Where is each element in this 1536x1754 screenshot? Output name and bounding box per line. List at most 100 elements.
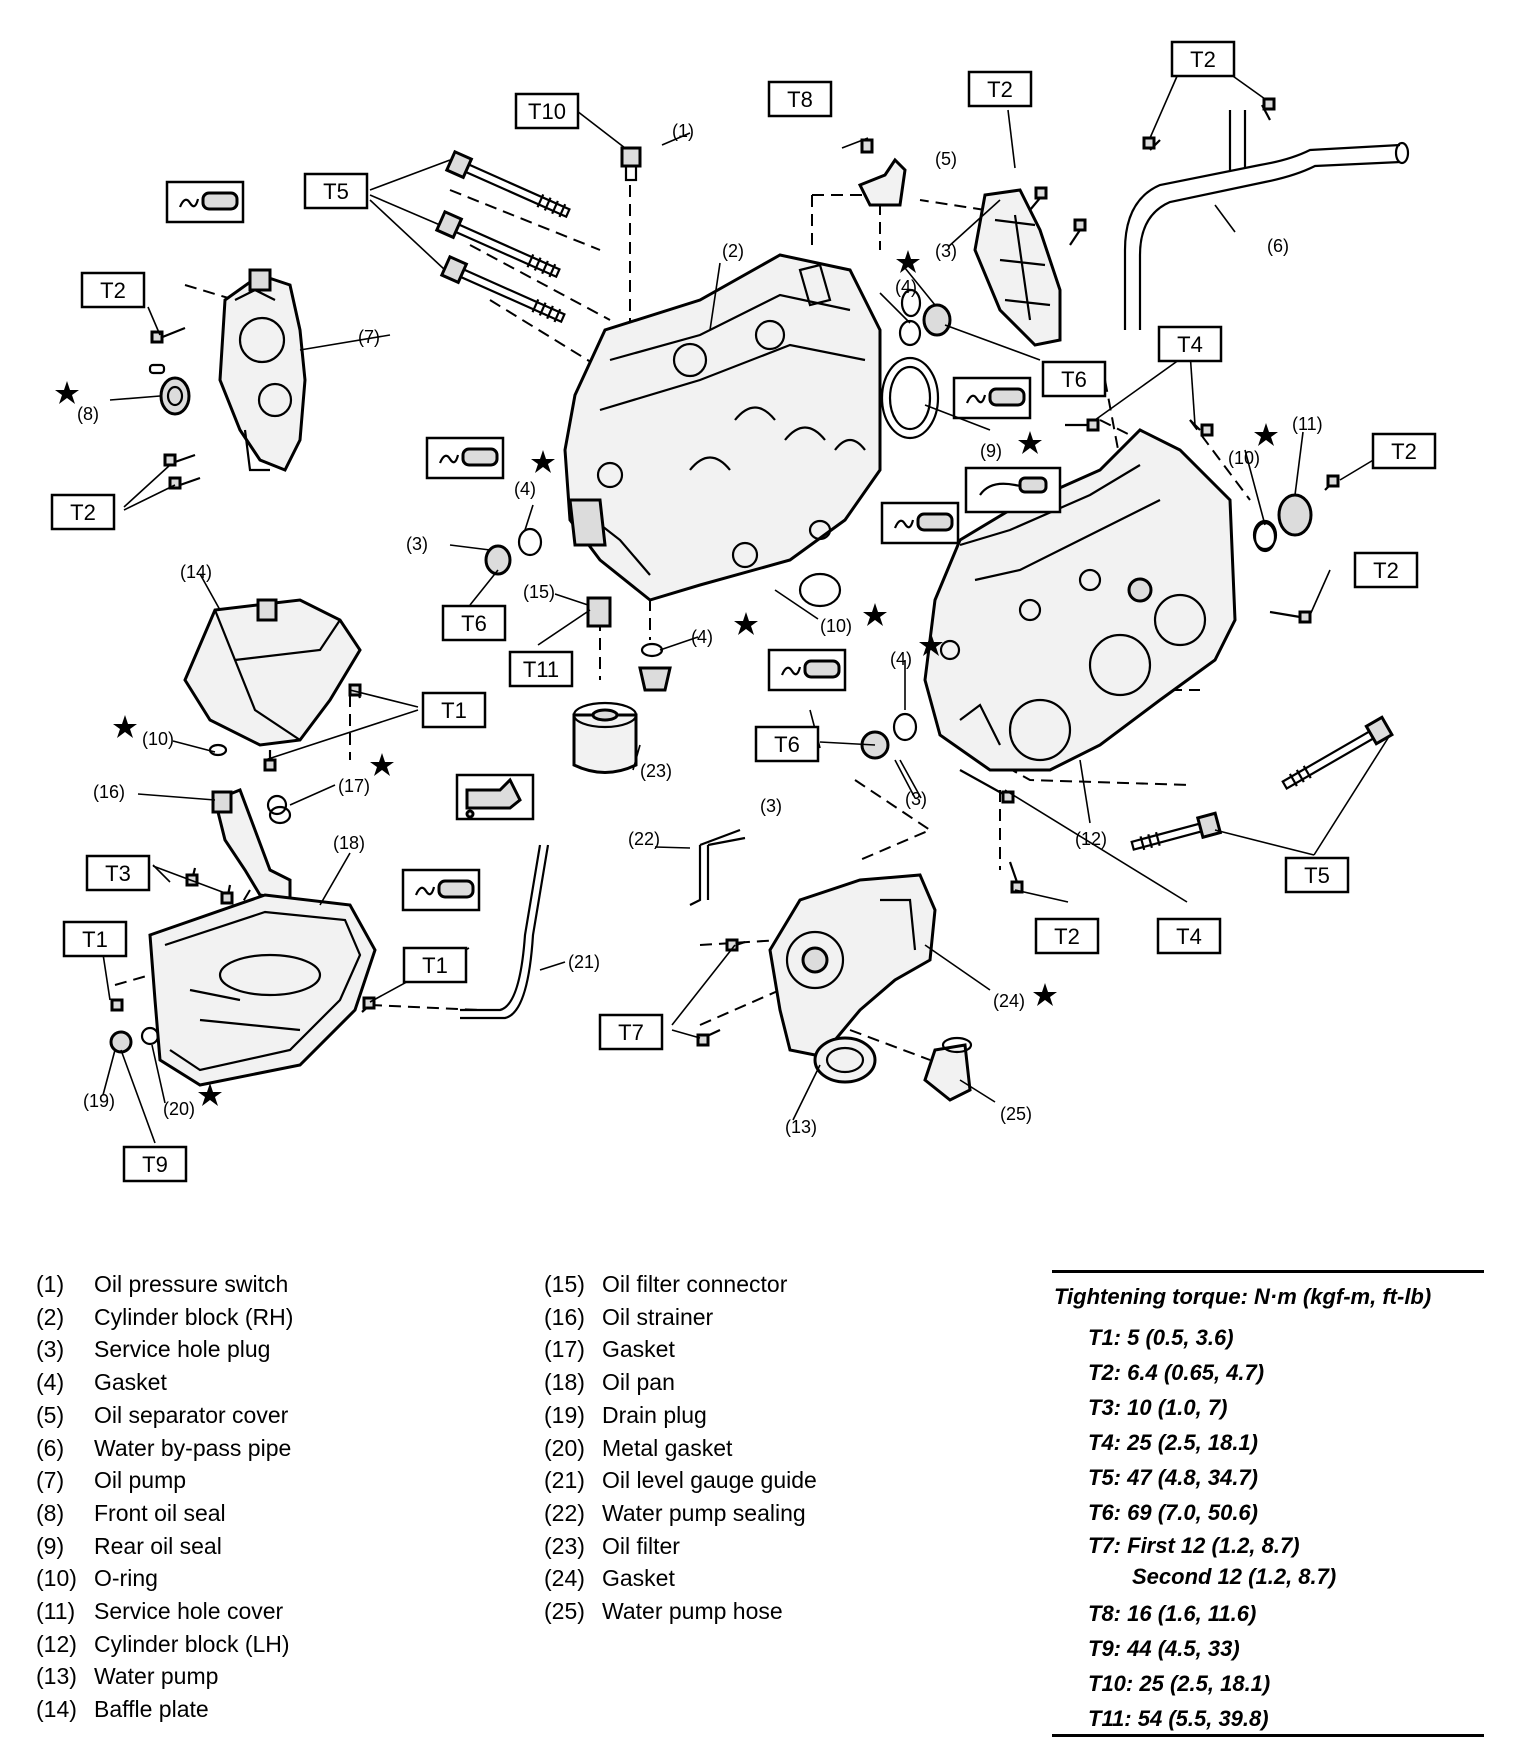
- part-callout: (21): [568, 952, 600, 972]
- torque-labels: T10 T8 T2 T2 T5 T2 T2 T6 T4 T2 T2 T6 T11…: [50, 40, 1437, 1183]
- legend-item: (9)Rear oil seal: [36, 1530, 293, 1563]
- torque-label: T10: [528, 99, 566, 124]
- torque-label: T1: [82, 927, 108, 952]
- torque-label: T1:: [1088, 1325, 1121, 1350]
- legend-item: (17)Gasket: [544, 1333, 817, 1366]
- oil-filter-drawing: [572, 596, 672, 774]
- torque-value: 6.4 (0.65, 4.7): [1127, 1360, 1265, 1385]
- rear-oil-seal-drawing: [880, 356, 940, 440]
- legend-number: (19): [544, 1401, 585, 1428]
- water-bypass-pipe-drawing: [1123, 110, 1410, 330]
- torque-label: T6: [1061, 367, 1087, 392]
- torque-label: T4: [1176, 924, 1202, 949]
- torque-row: T5: 47 (4.8, 34.7): [1088, 1460, 1336, 1495]
- part-callout: (13): [785, 1117, 817, 1137]
- torque-label: T3:: [1088, 1395, 1121, 1420]
- legend-number: (3): [36, 1336, 65, 1363]
- part-callout: (10): [1228, 448, 1260, 468]
- torque-label: T2: [100, 278, 126, 303]
- legend-number: (22): [544, 1499, 585, 1526]
- oil-strainer-drawing: [211, 788, 292, 902]
- torque-label: T5:: [1088, 1465, 1121, 1490]
- torque-label: T4: [1177, 332, 1203, 357]
- water-pump-sealing-drawing: [689, 828, 746, 906]
- torque-value-second: Second 12 (1.2, 8.7): [1132, 1564, 1337, 1589]
- legend-item: (6)Water by-pass pipe: [36, 1432, 293, 1465]
- legend-number: (23): [544, 1532, 585, 1559]
- legend-name: Water by-pass pipe: [94, 1434, 292, 1461]
- legend-number: (11): [36, 1598, 76, 1625]
- legend-item: (22)Water pump sealing: [544, 1497, 817, 1530]
- legend-item: (24) Gasket: [544, 1562, 817, 1595]
- torque-value: 69 (7.0, 50.6): [1127, 1500, 1258, 1525]
- part-callout: (10): [142, 729, 174, 749]
- legend-item: (4)Gasket: [36, 1366, 293, 1399]
- legend-name: Oil level gauge guide: [602, 1467, 817, 1494]
- part-callout: (7): [358, 327, 380, 347]
- part-callout: (3): [406, 534, 428, 554]
- legend-item: (14)Baffle plate: [36, 1693, 293, 1726]
- torque-row: T3: 10 (1.0, 7): [1088, 1390, 1336, 1425]
- legend-number: (8): [36, 1499, 65, 1526]
- torque-value: 25 (2.5, 18.1): [1127, 1430, 1258, 1455]
- legend-number: (21): [544, 1467, 585, 1494]
- part-callout: (4): [514, 479, 536, 499]
- legend-number: (7): [36, 1467, 65, 1494]
- torque-label: T7: [618, 1020, 644, 1045]
- legend-item: (12)Cylinder block (LH): [36, 1628, 293, 1661]
- torque-list: T1: 5 (0.5, 3.6) T2: 6.4 (0.65, 4.7) T3:…: [1088, 1320, 1336, 1736]
- legend-number: (1): [36, 1271, 65, 1297]
- small-bolts: [110, 97, 1340, 1047]
- torque-label: T9:: [1088, 1636, 1121, 1661]
- legend-name: Oil filter connector: [602, 1271, 788, 1297]
- torque-value: 54 (5.5, 39.8): [1137, 1706, 1269, 1731]
- legend-item: (2)Cylinder block (RH): [36, 1301, 293, 1334]
- torque-label: T11: [523, 657, 559, 682]
- torque-row: T4: 25 (2.5, 18.1): [1088, 1425, 1336, 1460]
- legend-name: O-ring: [94, 1565, 158, 1592]
- legend-item: (19)Drain plug: [544, 1399, 817, 1432]
- legend-name: Gasket: [602, 1565, 675, 1592]
- oil-separator-cover-drawing: [973, 188, 1062, 347]
- legend-item: (15)Oil filter connector: [544, 1268, 817, 1301]
- torque-row: T9: 44 (4.5, 33): [1088, 1631, 1336, 1666]
- part-callouts: (1) (2) (3) (4) (5) (6) (7) (8) (9) (10)…: [77, 121, 1323, 1137]
- part-callout: (22): [628, 829, 660, 849]
- part-callout: (10): [820, 616, 852, 636]
- legend-item: (18)Oil pan: [544, 1366, 817, 1399]
- legend-number: (25): [544, 1598, 585, 1625]
- legend-item: (13)Water pump: [36, 1660, 293, 1693]
- o-rings-gaskets: [208, 319, 1277, 825]
- torque-label: T2: [1373, 558, 1399, 583]
- torque-label: T9: [142, 1152, 168, 1177]
- water-pump-drawing: [768, 873, 937, 1084]
- legend-number: (24): [544, 1565, 585, 1592]
- legend-item: (11)Service hole cover: [36, 1595, 293, 1628]
- torque-label: T2: [1054, 924, 1080, 949]
- legend-name: Water pump hose: [602, 1598, 783, 1625]
- oil-pressure-switch-drawing: [620, 146, 642, 182]
- legend-item: (1)Oil pressure switch: [36, 1268, 293, 1301]
- torque-label: T8:: [1088, 1601, 1121, 1626]
- part-callout: (6): [1267, 236, 1289, 256]
- part-callout: (5): [935, 149, 957, 169]
- legend-name: Front oil seal: [94, 1499, 226, 1526]
- torque-value: 10 (1.0, 7): [1127, 1395, 1228, 1420]
- replace-part-stars: [55, 250, 1278, 1106]
- legend-number: (16): [544, 1303, 585, 1330]
- part-callout: (2): [722, 241, 744, 261]
- torque-row: T11: 54 (5.5, 39.8): [1088, 1701, 1336, 1736]
- legend-column-left: (1)Oil pressure switch (2)Cylinder block…: [36, 1268, 293, 1726]
- cylinder-block-lh-drawing: [923, 428, 1237, 772]
- part-callout: (3): [935, 241, 957, 261]
- part-callout: (20): [163, 1099, 195, 1119]
- torque-value: 25 (2.5, 18.1): [1139, 1671, 1271, 1696]
- baffle-plate-drawing: [183, 598, 362, 747]
- torque-label: T2: [1190, 47, 1216, 72]
- part-callout: (23): [640, 761, 672, 781]
- legend-number: (9): [36, 1532, 65, 1559]
- bracket-drawing: [857, 138, 907, 207]
- torque-label: T2:: [1088, 1360, 1121, 1385]
- part-callout: (14): [180, 562, 212, 582]
- part-callout: (4): [895, 277, 917, 297]
